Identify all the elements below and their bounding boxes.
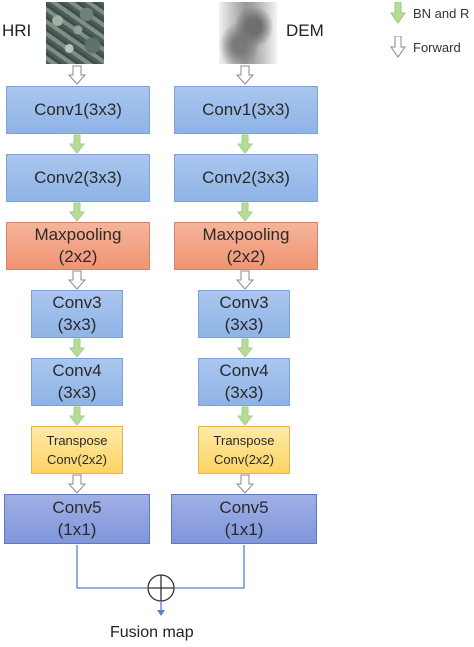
left-bn-arrow-3-icon xyxy=(69,338,85,358)
legend-bn-label: BN and R xyxy=(413,6,470,21)
right-fusion-line xyxy=(175,545,245,589)
right-conv3-box: Conv3 (3x3) xyxy=(198,290,290,338)
left-maxpooling-box: Maxpooling (2x2) xyxy=(6,222,150,270)
left-forward-arrow-3-icon xyxy=(68,474,86,494)
left-conv3-box: Conv3 (3x3) xyxy=(31,290,123,338)
dem-image xyxy=(219,2,277,64)
hri-label: HRI xyxy=(2,21,32,40)
left-forward-arrow-2-icon xyxy=(68,270,86,290)
right-forward-arrow-2-icon xyxy=(236,270,254,290)
legend-bn-arrow-icon xyxy=(390,2,406,24)
right-bn-arrow-3-icon xyxy=(237,338,253,358)
left-bn-arrow-4-icon xyxy=(69,406,85,426)
fusion-map-caption: Fusion map xyxy=(110,624,194,641)
right-conv2-box: Conv2(3x3) xyxy=(174,154,318,202)
dem-label: DEM xyxy=(286,21,324,40)
right-forward-arrow-3-icon xyxy=(236,474,254,494)
left-fusion-line xyxy=(76,545,147,589)
right-conv1-box: Conv1(3x3) xyxy=(174,86,318,134)
fusion-plus-icon xyxy=(147,574,175,602)
left-bn-arrow-2-icon xyxy=(69,202,85,222)
left-conv4-box: Conv4 (3x3) xyxy=(31,358,123,406)
legend-forward-arrow-icon xyxy=(390,36,406,58)
right-transpose-conv-box: Transpose Conv(2x2) xyxy=(198,426,290,474)
right-maxpooling-box: Maxpooling (2x2) xyxy=(174,222,318,270)
left-conv2-box: Conv2(3x3) xyxy=(6,154,150,202)
left-transpose-conv-box: Transpose Conv(2x2) xyxy=(31,426,123,474)
right-bn-arrow-2-icon xyxy=(237,202,253,222)
legend-forward-label: Forward xyxy=(413,40,461,55)
fusion-output-arrow-icon xyxy=(157,610,165,616)
left-forward-arrow-1-icon xyxy=(68,65,86,85)
left-bn-arrow-1-icon xyxy=(69,134,85,154)
hri-image xyxy=(46,2,104,64)
right-conv4-box: Conv4 (3x3) xyxy=(198,358,290,406)
right-bn-arrow-1-icon xyxy=(237,134,253,154)
left-conv5-box: Conv5 (1x1) xyxy=(4,494,150,544)
right-bn-arrow-4-icon xyxy=(237,406,253,426)
right-forward-arrow-1-icon xyxy=(236,65,254,85)
left-conv1-box: Conv1(3x3) xyxy=(6,86,150,134)
right-conv5-box: Conv5 (1x1) xyxy=(171,494,317,544)
